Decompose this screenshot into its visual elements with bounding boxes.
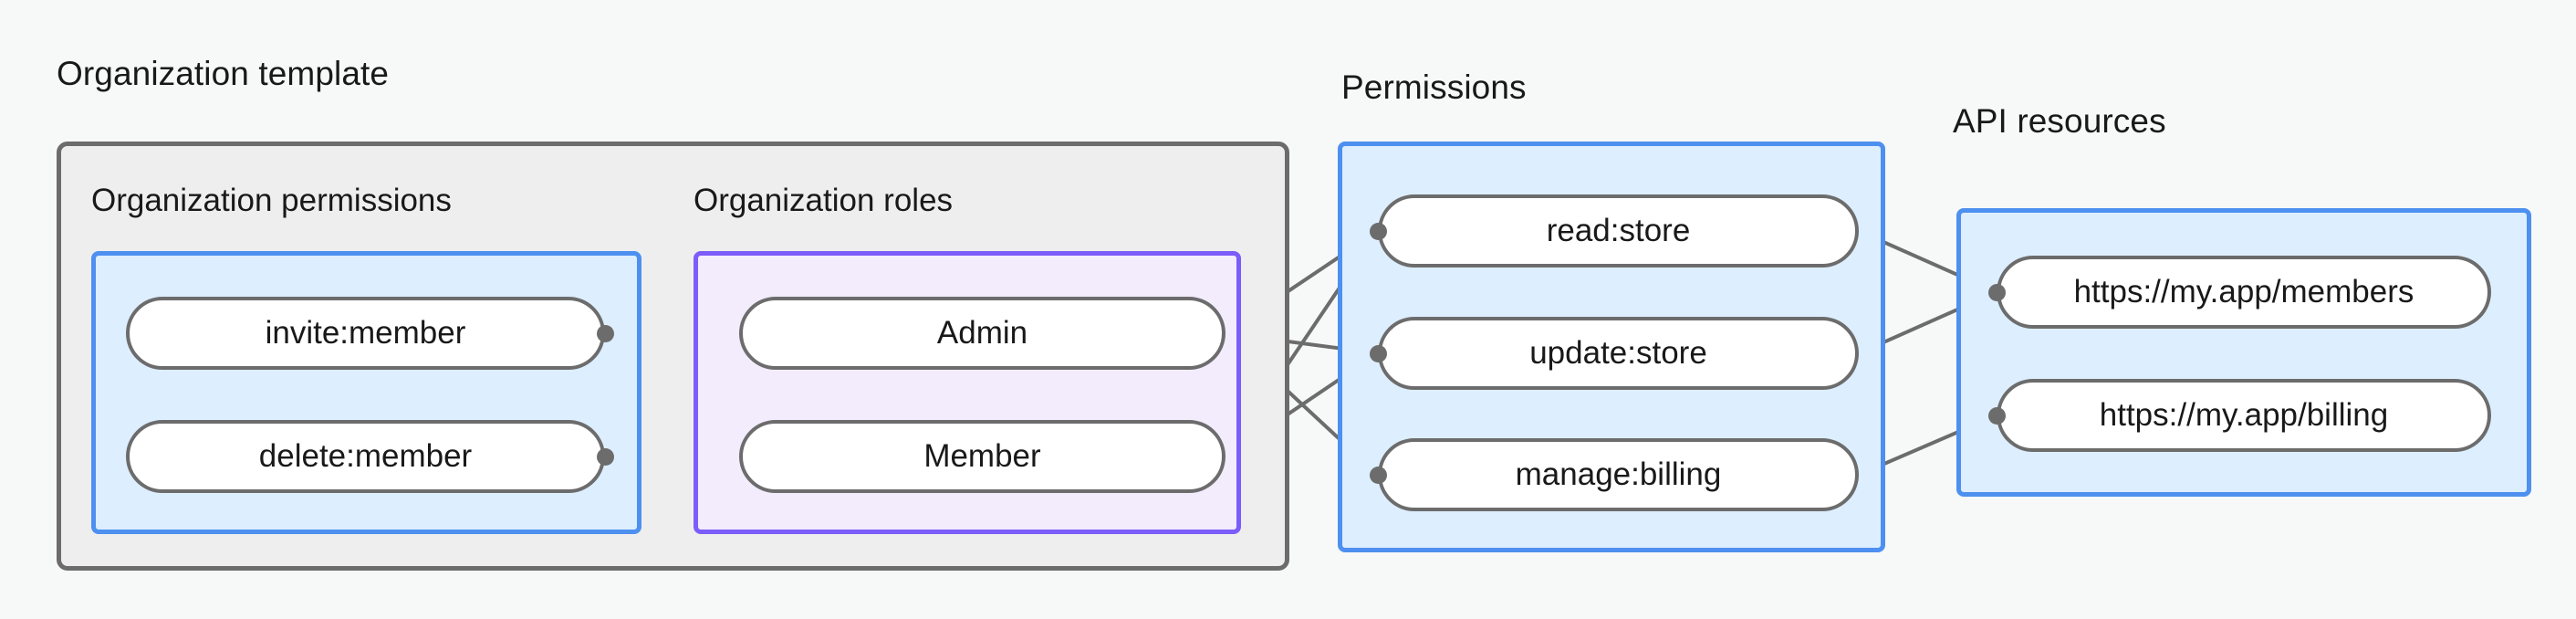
node-manage-billing-label: manage:billing (1515, 456, 1722, 492)
node-admin-label: Admin (936, 315, 1028, 351)
port-manage-billing-in (1369, 466, 1387, 484)
group-title-permissions: Permissions (1341, 68, 1527, 106)
api-resources-panel (1956, 208, 2531, 497)
port-members-resource-in (1987, 283, 2006, 301)
group-title-api-resources: API resources (1953, 102, 2166, 140)
node-members-resource-label: https://my.app/members (2073, 274, 2414, 310)
subgroup-title-organization-permissions: Organization permissions (91, 183, 452, 218)
port-invite-member-out (596, 324, 614, 342)
group-title-organization-template: Organization template (57, 55, 390, 92)
node-admin[interactable]: Admin (739, 297, 1225, 370)
node-billing-resource[interactable]: https://my.app/billing (1997, 379, 2491, 452)
port-billing-resource-in (1987, 406, 2006, 425)
port-update-store-in (1369, 344, 1387, 362)
node-members-resource[interactable]: https://my.app/members (1997, 256, 2491, 329)
node-invite-member[interactable]: invite:member (126, 297, 605, 370)
node-read-store-label: read:store (1546, 213, 1691, 248)
node-delete-member[interactable]: delete:member (126, 420, 605, 493)
node-read-store[interactable]: read:store (1378, 194, 1859, 268)
subgroup-title-organization-roles: Organization roles (694, 183, 954, 218)
port-read-store-in (1369, 222, 1387, 240)
node-member-label: Member (923, 438, 1041, 474)
port-delete-member-out (596, 447, 614, 466)
node-delete-member-label: delete:member (258, 438, 473, 474)
node-manage-billing[interactable]: manage:billing (1378, 438, 1859, 511)
node-invite-member-label: invite:member (265, 315, 466, 351)
node-billing-resource-label: https://my.app/billing (2099, 397, 2389, 433)
node-update-store[interactable]: update:store (1378, 317, 1859, 390)
node-update-store-label: update:store (1529, 335, 1707, 371)
node-member[interactable]: Member (739, 420, 1225, 493)
